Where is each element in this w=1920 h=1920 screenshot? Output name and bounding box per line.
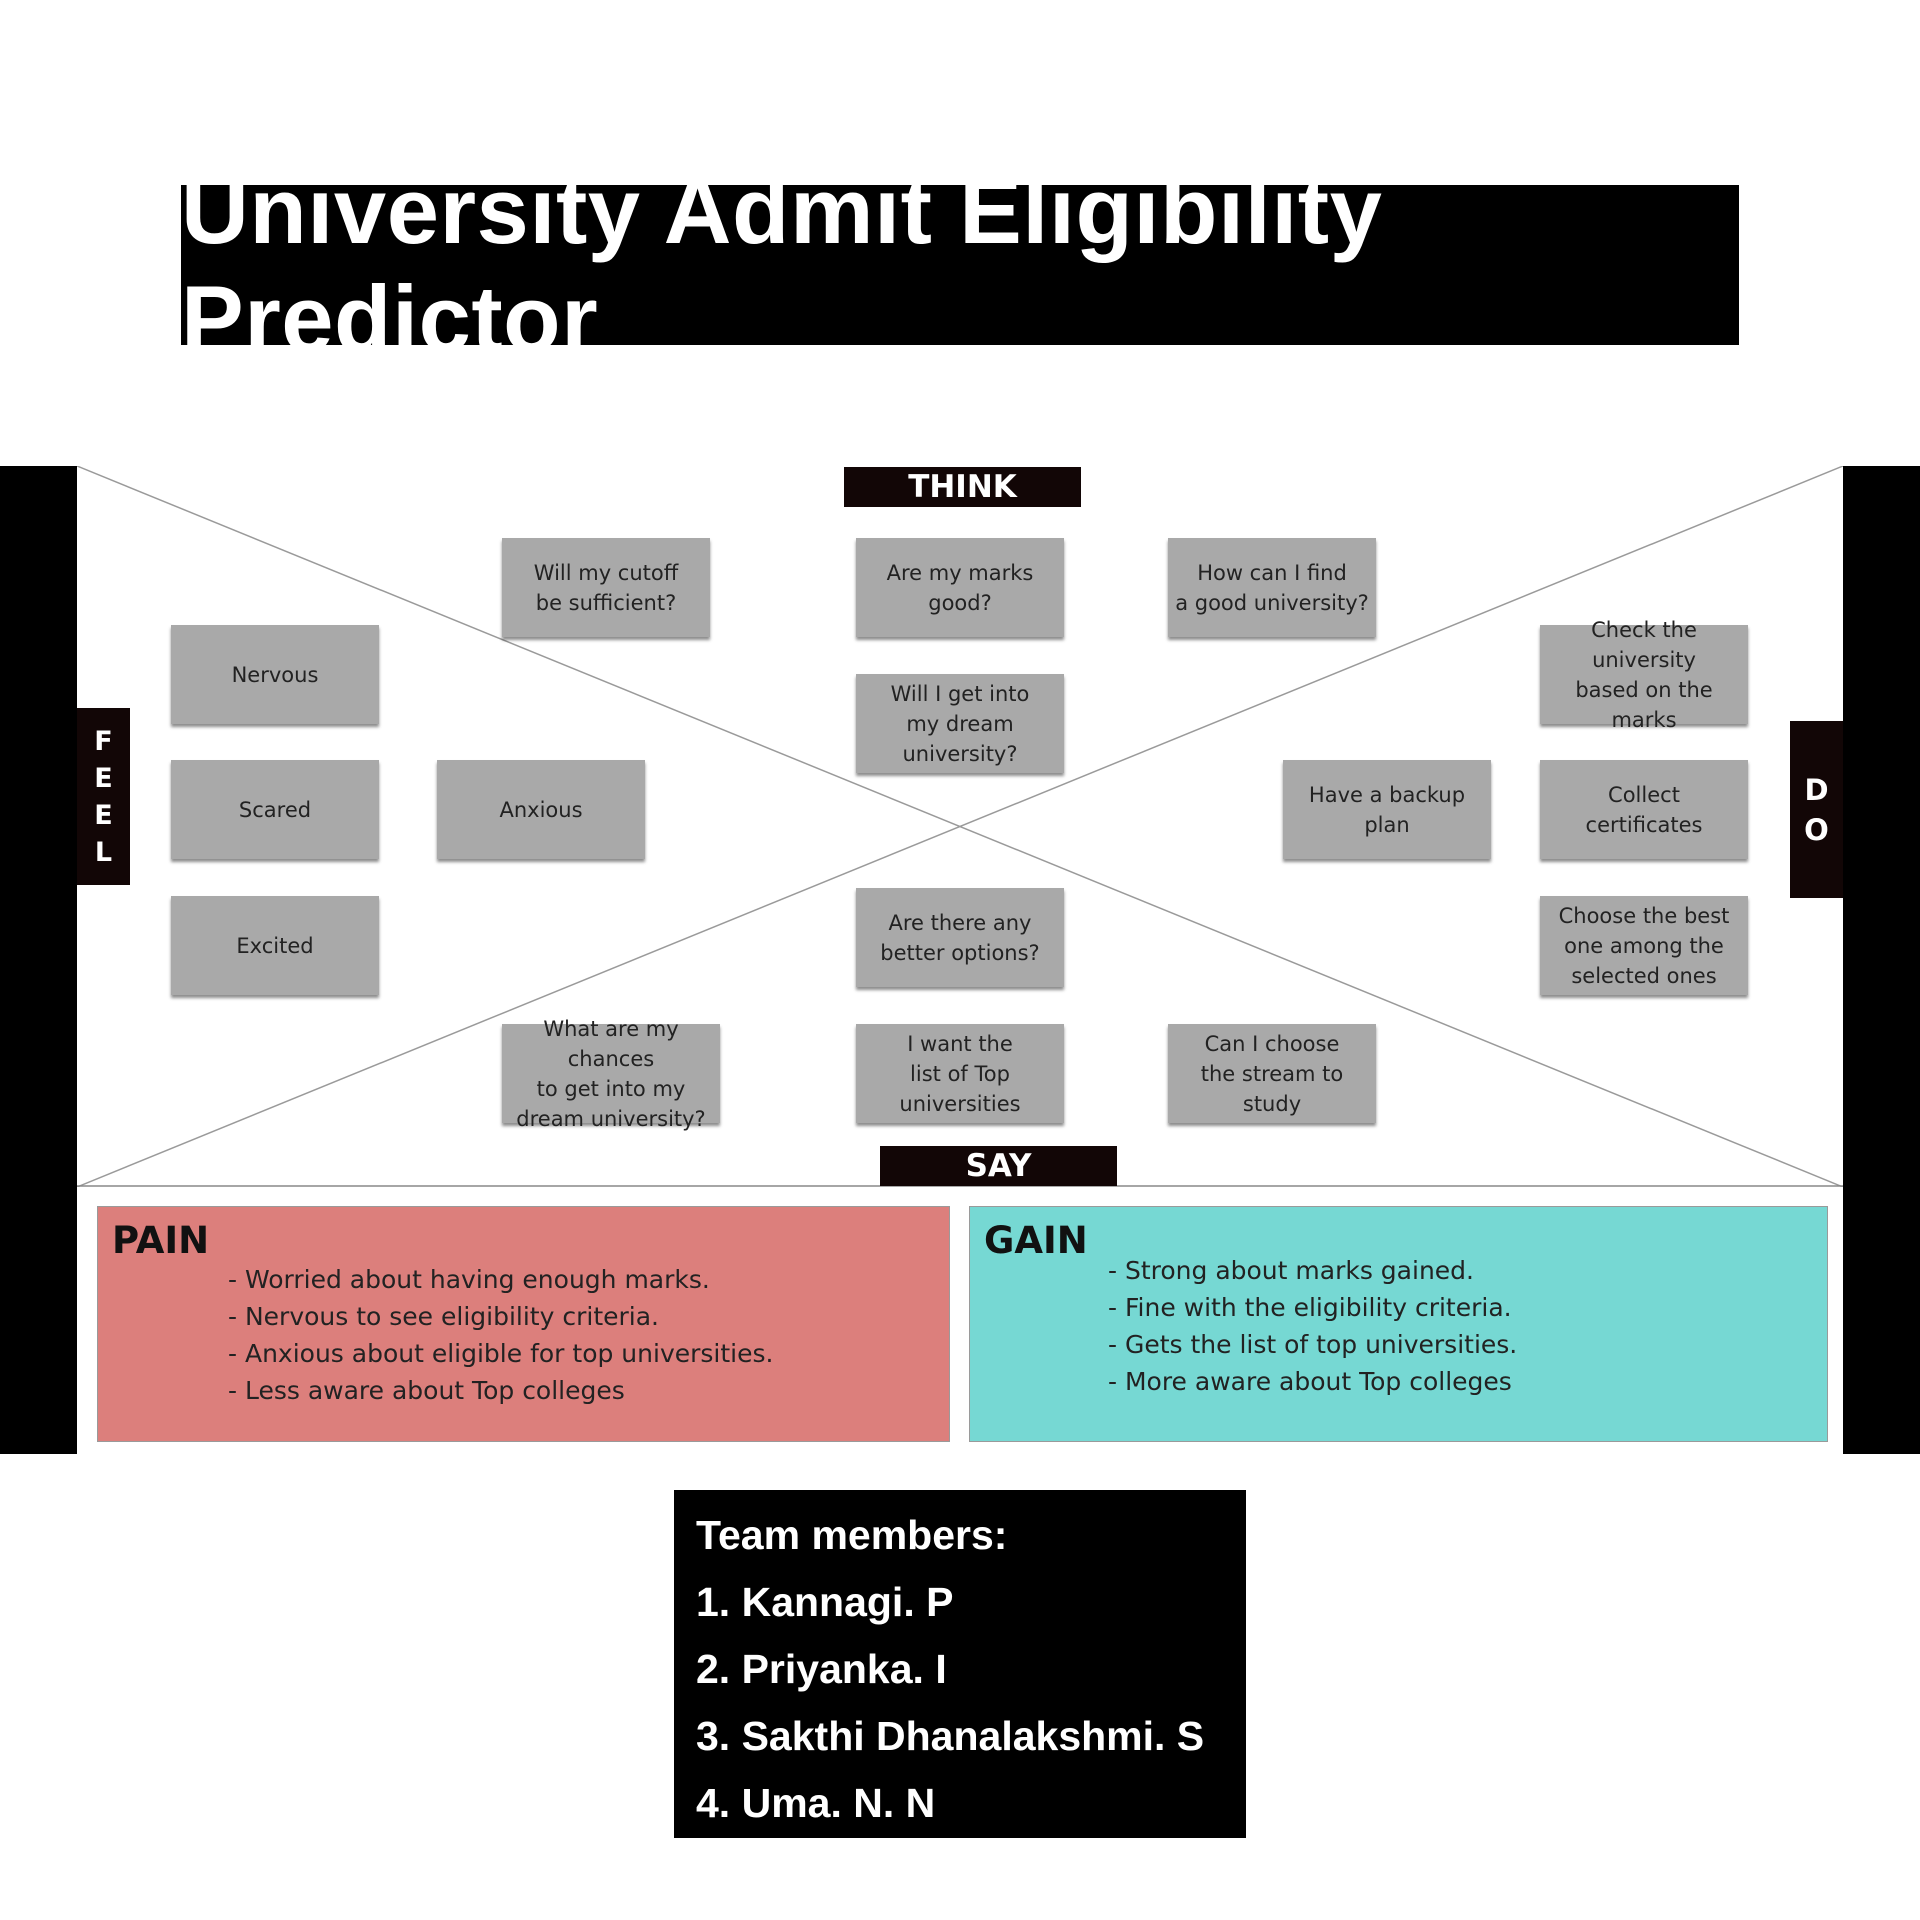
right-border-bar	[1843, 466, 1920, 1454]
pain-item: - Worried about having enough marks.	[228, 1265, 710, 1294]
feel-letter: E	[94, 762, 113, 794]
do-letter: D	[1804, 772, 1829, 807]
empathy-map	[77, 466, 1843, 1187]
team-heading: Team members:	[696, 1512, 1008, 1558]
say-note: I want the list of Top universities	[856, 1024, 1064, 1123]
think-label: THINK	[844, 467, 1081, 507]
pain-item: - Anxious about eligible for top univers…	[228, 1339, 774, 1368]
pain-item: - Nervous to see eligibility criteria.	[228, 1302, 659, 1331]
say-note: Are there any better options?	[856, 888, 1064, 987]
feel-letter: L	[94, 836, 113, 868]
pain-panel: PAIN - Worried about having enough marks…	[97, 1206, 950, 1442]
do-note: Have a backup plan	[1283, 760, 1491, 859]
do-letter: O	[1804, 812, 1829, 847]
pain-title: PAIN	[112, 1219, 210, 1262]
do-note: Collect certificates	[1540, 760, 1748, 859]
gain-item: - Strong about marks gained.	[1108, 1256, 1474, 1285]
pain-list: - Worried about having enough marks. - N…	[228, 1261, 773, 1409]
feel-letter: F	[94, 725, 113, 757]
empathy-map-diagonals	[77, 466, 1843, 1187]
gain-item: - More aware about Top colleges	[1108, 1367, 1512, 1396]
team-member: 3. Sakthi Dhanalakshmi. S	[696, 1713, 1205, 1759]
team-members-box: Team members: 1. Kannagi. P 2. Priyanka.…	[674, 1490, 1246, 1838]
think-note: Are my marks good?	[856, 538, 1064, 637]
say-label: SAY	[880, 1146, 1117, 1186]
say-note: What are my chances to get into my dream…	[502, 1017, 720, 1131]
feel-label: F E E L	[77, 708, 130, 885]
feel-note: Excited	[171, 896, 379, 995]
diagonal-line	[77, 466, 1843, 1187]
team-member: 4. Uma. N. N	[696, 1780, 936, 1826]
left-border-bar	[0, 466, 77, 1454]
do-label: D O	[1790, 721, 1843, 898]
page-title: University Admit Eligibility Predictor	[181, 158, 1739, 371]
gain-title: GAIN	[984, 1219, 1088, 1262]
think-note: Will my cutoff be sufficient?	[502, 538, 710, 637]
do-note: Check the university based on the marks	[1540, 618, 1748, 732]
think-note: How can I find a good university?	[1168, 538, 1376, 637]
feel-note: Anxious	[437, 760, 645, 859]
gain-item: - Gets the list of top universities.	[1108, 1330, 1518, 1359]
gain-panel: GAIN - Strong about marks gained. - Fine…	[969, 1206, 1828, 1442]
do-note: Choose the best one among the selected o…	[1540, 896, 1748, 995]
pain-item: - Less aware about Top colleges	[228, 1376, 625, 1405]
feel-note: Nervous	[171, 625, 379, 724]
gain-list: - Strong about marks gained. - Fine with…	[1108, 1252, 1517, 1400]
team-member: 2. Priyanka. I	[696, 1646, 947, 1692]
team-member: 1. Kannagi. P	[696, 1579, 954, 1625]
think-note: Will I get into my dream university?	[856, 674, 1064, 773]
feel-letter: E	[94, 799, 113, 831]
gain-item: - Fine with the eligibility criteria.	[1108, 1293, 1512, 1322]
feel-note: Scared	[171, 760, 379, 859]
say-note: Can I choose the stream to study	[1168, 1024, 1376, 1123]
